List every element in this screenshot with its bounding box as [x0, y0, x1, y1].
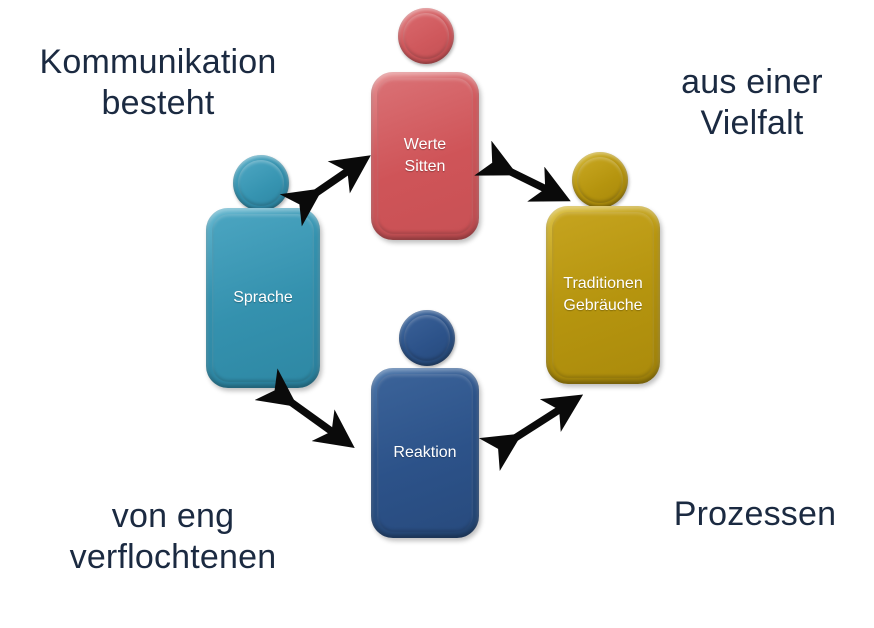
person-head-icon [399, 310, 455, 366]
person-body-shape[interactable]: Reaktion [371, 368, 479, 538]
caption-top-left: Kommunikation besteht [39, 43, 277, 123]
person-head-icon [398, 8, 454, 64]
person-body-shape[interactable]: Traditionen Gebräuche [546, 206, 660, 384]
connector-reaktion-traditionen [478, 394, 584, 471]
connector-sprache-reaktion [254, 368, 355, 449]
figure-label-sprache: Sprache [233, 289, 293, 307]
connector-sprache-werte [279, 155, 371, 227]
person-body-shape[interactable]: Sprache [206, 208, 320, 388]
caption-top-right: aus einer Vielfalt [681, 63, 823, 143]
person-head-icon [233, 155, 289, 211]
person-body-shape[interactable]: Werte Sitten [371, 72, 479, 240]
caption-bottom-right: Prozessen [673, 495, 837, 533]
figure-label-reaktion: Reaktion [393, 444, 457, 462]
figure-label-werte-sitten: Werte Sitten [403, 136, 447, 175]
reflection-reaktion [371, 538, 479, 628]
figure-label-traditionen-gebraeuche: Traditionen Gebräuche [563, 275, 643, 314]
reflection-sprache [206, 388, 320, 480]
caption-bottom-left: von eng verflochtenen [69, 497, 277, 577]
person-head-icon [572, 152, 628, 208]
reflection-traditionen-gebraeuche [546, 384, 660, 476]
connector-werte-traditionen [474, 140, 571, 202]
